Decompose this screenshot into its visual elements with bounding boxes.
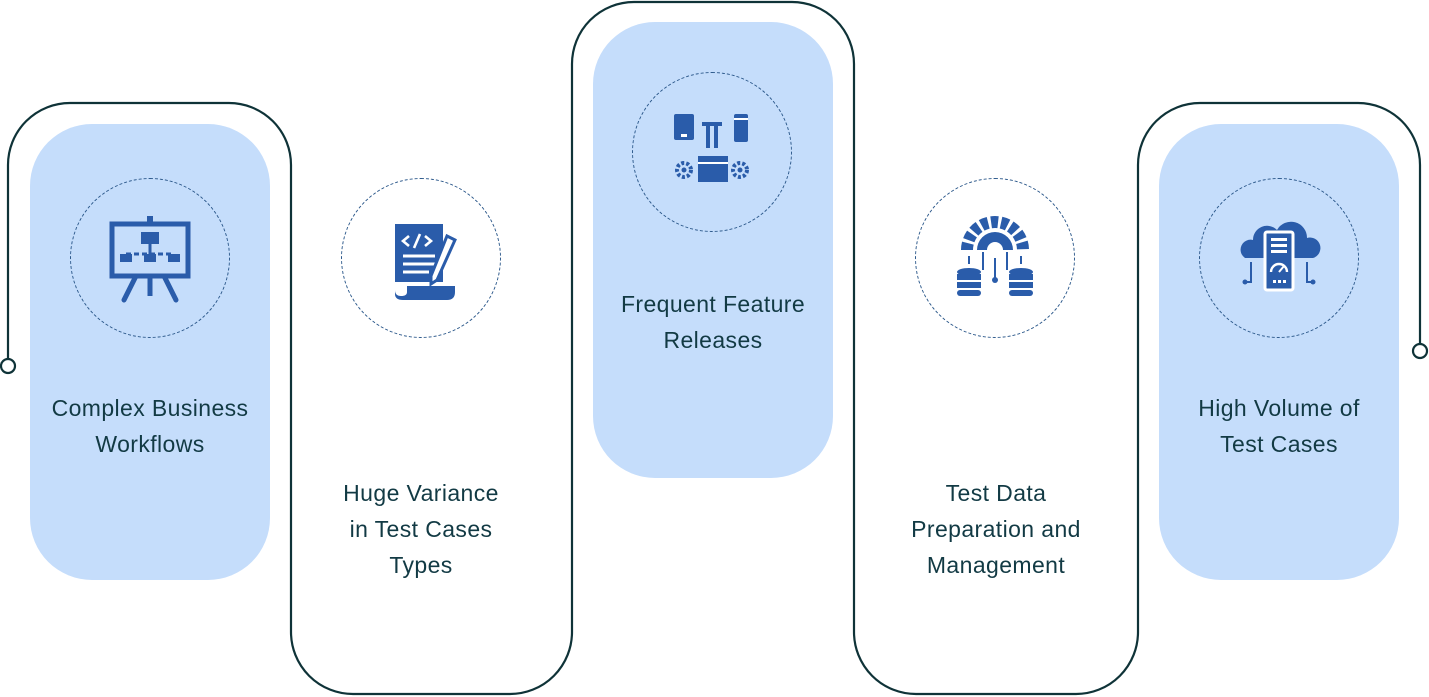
card-label-high-volume: High Volume of Test Cases — [1198, 395, 1360, 457]
card-label-frequent-feature-releases: Frequent Feature Releases — [620, 291, 806, 353]
card-label-huge-variance: Huge Variance in Test Cases Types — [343, 480, 499, 578]
end-dot — [1411, 342, 1429, 360]
data-gear-icon — [957, 216, 1033, 296]
icon-circle — [341, 178, 501, 338]
start-dot — [0, 357, 17, 375]
icon-circle — [632, 72, 792, 232]
card-label-test-data: Test Data Preparation and Management — [911, 480, 1081, 578]
icon-circle — [915, 178, 1075, 338]
code-document-icon — [395, 224, 457, 300]
icon-circle — [70, 178, 230, 338]
devices-gears-icon — [674, 114, 749, 182]
presentation-board-icon — [109, 216, 191, 303]
icon-circle — [1199, 178, 1359, 338]
card-label-complex-business-workflows: Complex Business Workflows — [51, 395, 249, 457]
cloud-server-icon — [1240, 221, 1321, 292]
